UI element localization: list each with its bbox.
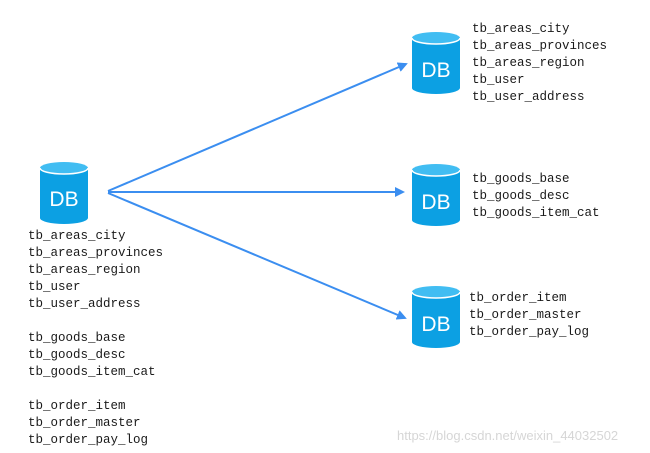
source-table-name: tb_goods_desc <box>28 348 126 362</box>
goods-db-icon: DB <box>411 164 461 226</box>
goods-db-label: DB <box>421 191 450 214</box>
source-db-icon: DB <box>39 162 89 224</box>
orders-table-name: tb_order_item <box>469 291 567 305</box>
source-table-name: tb_user_address <box>28 297 141 311</box>
source-table-name: tb_order_pay_log <box>28 433 149 447</box>
goods-table-name: tb_goods_item_cat <box>472 206 600 220</box>
areas-table-name: tb_areas_city <box>472 22 570 36</box>
source-table-name: tb_goods_item_cat <box>28 365 156 379</box>
source-table-name: tb_areas_region <box>28 263 141 277</box>
source-table-list: tb_areas_city tb_areas_provinces tb_area… <box>28 228 163 449</box>
source-db-label: DB <box>49 188 78 211</box>
source-table-name: tb_order_item <box>28 399 126 413</box>
orders-db-table-list: tb_order_item tb_order_master tb_order_p… <box>469 290 589 341</box>
arrow-to-orders-db <box>107 192 407 320</box>
source-table-name: tb_areas_provinces <box>28 246 164 260</box>
goods-table-name: tb_goods_base <box>472 172 570 186</box>
group-spacer <box>28 313 163 330</box>
watermark-text: https://blog.csdn.net/weixin_44032502 <box>397 428 619 443</box>
areas-db-icon: DB <box>411 32 461 94</box>
areas-table-name: tb_user <box>472 73 525 87</box>
source-table-name: tb_goods_base <box>28 331 126 345</box>
areas-table-name: tb_user_address <box>472 90 585 104</box>
orders-db-label: DB <box>421 313 450 336</box>
orders-db-icon: DB <box>411 286 461 348</box>
group-spacer <box>28 381 163 398</box>
source-table-name: tb_user <box>28 280 81 294</box>
arrow-to-areas-db <box>107 62 408 192</box>
areas-table-name: tb_areas_provinces <box>472 39 608 53</box>
areas-db-table-list: tb_areas_city tb_areas_provinces tb_area… <box>472 21 607 106</box>
orders-table-name: tb_order_pay_log <box>469 325 590 339</box>
source-table-name: tb_order_master <box>28 416 141 430</box>
areas-db-label: DB <box>421 59 450 82</box>
areas-table-name: tb_areas_region <box>472 56 585 70</box>
goods-db-table-list: tb_goods_base tb_goods_desc tb_goods_ite… <box>472 171 600 222</box>
goods-table-name: tb_goods_desc <box>472 189 570 203</box>
source-table-name: tb_areas_city <box>28 229 126 243</box>
orders-table-name: tb_order_master <box>469 308 582 322</box>
